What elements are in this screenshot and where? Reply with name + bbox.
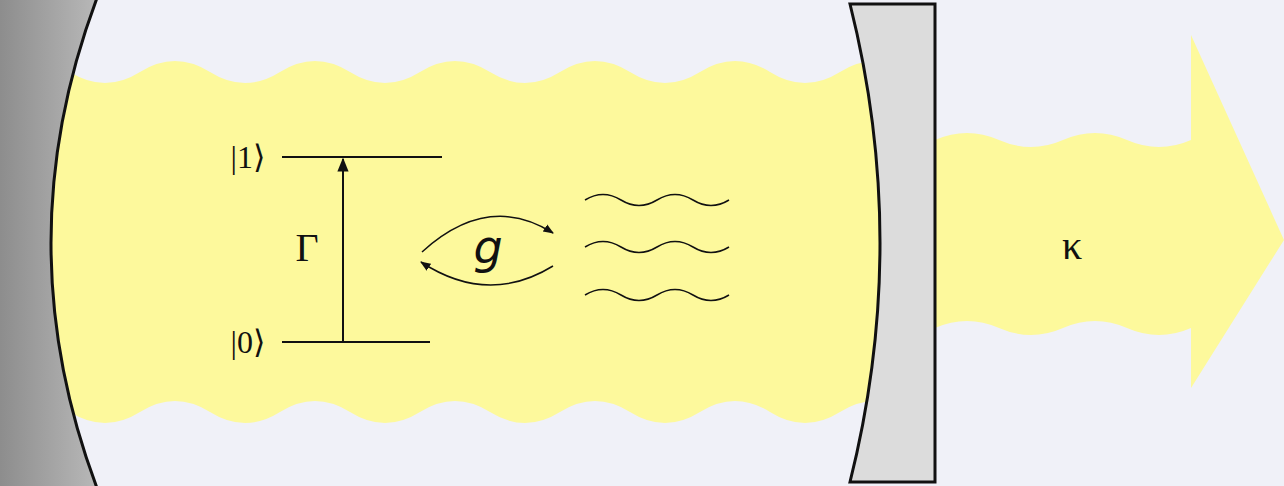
photon-waves xyxy=(585,195,729,301)
cavity-beam xyxy=(0,61,935,423)
right-mirror xyxy=(850,4,935,482)
output-beam-arrow xyxy=(935,35,1284,388)
left-mirror xyxy=(0,0,97,486)
pump-arrow xyxy=(342,159,344,342)
excited-level xyxy=(282,156,442,158)
state-label: |0⟩ xyxy=(231,326,266,358)
state-label: |1⟩ xyxy=(231,141,266,173)
coupling-label: g xyxy=(473,224,502,270)
ground-level xyxy=(282,341,430,343)
rate-label: Γ xyxy=(295,228,318,268)
loss-label: κ xyxy=(1062,226,1082,266)
